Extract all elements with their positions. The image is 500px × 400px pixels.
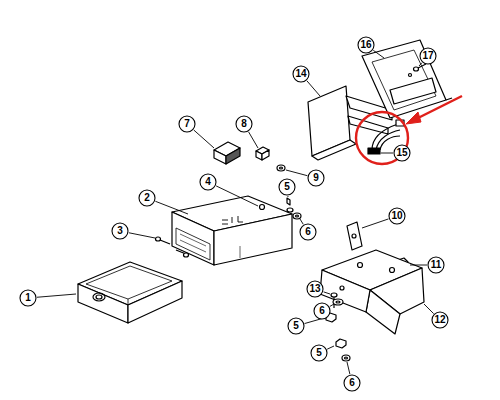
callout-circle bbox=[200, 174, 216, 190]
callout-number: 12 bbox=[433, 314, 447, 326]
callout-circle bbox=[236, 116, 252, 132]
clip bbox=[214, 142, 240, 164]
callout-circle bbox=[314, 303, 330, 319]
callout-circle bbox=[389, 208, 405, 224]
callout-circle bbox=[20, 290, 36, 306]
leader-line bbox=[287, 196, 288, 197]
callout-circle bbox=[311, 345, 327, 361]
callout-circle bbox=[112, 223, 128, 239]
callout-number: 14 bbox=[294, 68, 308, 80]
callout-number: 5 bbox=[289, 320, 303, 332]
callout-number: 8 bbox=[237, 118, 251, 130]
leader-line bbox=[300, 219, 303, 224]
callout-number: 17 bbox=[421, 50, 435, 62]
highlight bbox=[356, 96, 462, 164]
leader-line bbox=[330, 304, 334, 306]
callout-circle bbox=[358, 37, 374, 53]
callout-circle bbox=[344, 375, 360, 391]
callout-number: 15 bbox=[395, 147, 409, 159]
callout-number: 6 bbox=[315, 305, 329, 317]
callout-circle bbox=[420, 48, 436, 64]
housing bbox=[172, 196, 292, 265]
leader-line bbox=[362, 219, 388, 228]
callout-number: 5 bbox=[312, 347, 326, 359]
control-bracket bbox=[308, 86, 392, 160]
callout-circle bbox=[293, 66, 309, 82]
callout-number: 3 bbox=[113, 225, 127, 237]
callout-circle bbox=[279, 179, 295, 195]
callout-circle bbox=[288, 318, 304, 334]
leader-line bbox=[307, 81, 320, 96]
callout-number: 16 bbox=[359, 39, 373, 51]
callout-circle bbox=[179, 116, 195, 132]
small-bracket bbox=[347, 222, 362, 250]
rear-bracket bbox=[362, 40, 452, 118]
leader-line bbox=[129, 233, 155, 238]
callout-circle bbox=[308, 170, 324, 186]
leader-line bbox=[410, 265, 427, 266]
callout-number: 7 bbox=[180, 118, 194, 130]
leader-line bbox=[37, 294, 76, 297]
fasteners bbox=[326, 293, 350, 361]
leader-line bbox=[286, 170, 307, 176]
callout-number: 10 bbox=[390, 210, 404, 222]
callout-number: 4 bbox=[201, 176, 215, 188]
callout-circle bbox=[307, 281, 323, 297]
leader-line bbox=[155, 201, 188, 214]
callout-circle bbox=[300, 224, 316, 240]
callout-number: 5 bbox=[280, 181, 294, 193]
leader-line bbox=[216, 186, 258, 206]
nut bbox=[277, 165, 285, 171]
leader-line bbox=[381, 153, 393, 154]
leader-line bbox=[194, 130, 214, 148]
callout-number: 13 bbox=[308, 283, 322, 295]
callout-circle bbox=[432, 312, 448, 328]
callout-number: 11 bbox=[429, 259, 443, 271]
callout-number: 9 bbox=[309, 172, 323, 184]
clip-small bbox=[256, 147, 269, 160]
callout-circle bbox=[428, 257, 444, 273]
leader-line bbox=[327, 346, 334, 349]
leader-line bbox=[347, 362, 350, 374]
leader-line bbox=[424, 304, 434, 314]
callouts bbox=[20, 37, 448, 391]
leader-line bbox=[324, 292, 330, 294]
screw bbox=[156, 237, 189, 257]
callout-circle bbox=[139, 190, 155, 206]
callout-circle bbox=[394, 145, 410, 161]
leader-line bbox=[373, 50, 384, 58]
callout-number: 6 bbox=[301, 226, 315, 238]
leader-line bbox=[419, 63, 422, 66]
callout-number: 1 bbox=[21, 292, 35, 304]
mount-bracket bbox=[320, 250, 424, 334]
drawer bbox=[78, 262, 182, 323]
leader-line bbox=[249, 132, 258, 148]
callout-number: 2 bbox=[140, 192, 154, 204]
washer-screw bbox=[287, 198, 301, 219]
callout-number: 6 bbox=[345, 377, 359, 389]
